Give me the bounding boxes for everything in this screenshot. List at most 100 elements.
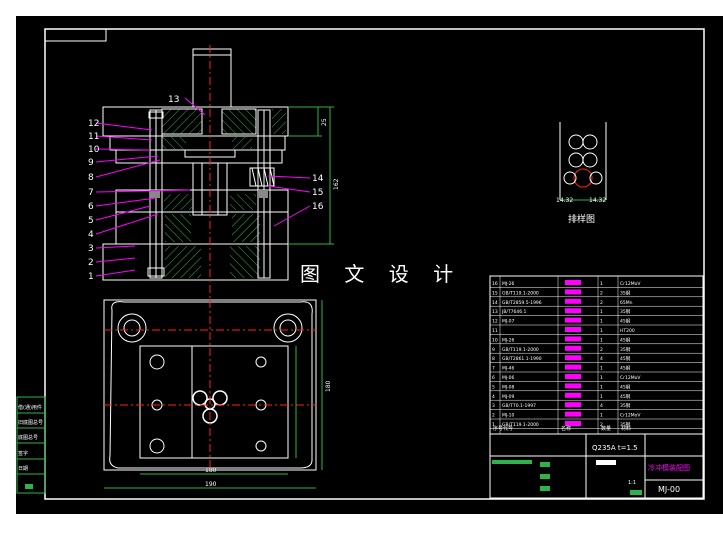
bom-cell: 35钢: [620, 308, 631, 315]
dim-plan-height: 180: [325, 380, 332, 392]
bom-name-mark: [565, 383, 581, 389]
part-number-4: 4: [88, 230, 94, 240]
bom-name-mark: [565, 317, 581, 323]
stamp-label-0: 借(通)用件: [18, 404, 42, 411]
drawing-scale: 1:1: [628, 480, 636, 486]
bom-cell: 2: [492, 413, 495, 419]
bom-cell: 35钢: [620, 421, 631, 428]
side-dimensions: 25 162: [288, 106, 340, 245]
left-stamp-table: 借(通)用件 旧底图总号 底图总号 签字 日期: [16, 396, 46, 494]
bom-name-mark: [565, 345, 581, 351]
bom-cell: 45钢: [620, 336, 631, 343]
dim-outer-width: 190: [205, 481, 217, 488]
bom-cell: HT200: [620, 328, 635, 334]
bom-cell: 11: [492, 328, 498, 334]
bom-cell: 14: [492, 300, 498, 306]
bom-cell: 4: [600, 356, 603, 362]
part-number-7: 7: [88, 188, 94, 198]
bom-cell: Cr12MoV: [620, 413, 641, 419]
front-section-view: [102, 45, 289, 300]
part-number-6: 6: [88, 202, 94, 212]
material-note: Q235A t=1.5: [592, 444, 638, 452]
bom-cell: 1: [600, 384, 603, 390]
strip-layout: 14.32 14.32 排样图: [556, 122, 607, 225]
part-number-9: 9: [88, 158, 94, 168]
bom-name-mark: [565, 374, 581, 379]
bom-name-mark: [565, 336, 581, 342]
bom-cell: 5: [492, 384, 495, 390]
bom-cell: 4: [600, 403, 603, 409]
bom-cell: 8: [492, 356, 495, 362]
bom-header: 序号: [493, 425, 503, 432]
bom-cell: 1: [600, 309, 603, 315]
part-number-10: 10: [88, 145, 100, 155]
bom-cell: 1: [600, 413, 603, 419]
bom-cell: 1: [492, 422, 495, 428]
bom-cell: 45钢: [620, 318, 631, 325]
bom-header: 材料: [621, 425, 631, 432]
bom-cell: MJ-07: [502, 319, 515, 325]
bom-cell: 10: [492, 337, 498, 343]
bom-cell: 65Mn: [620, 300, 633, 306]
bom-cell: 1: [600, 281, 603, 287]
stamp-label-3: 签字: [18, 450, 28, 457]
bom-cell: MJ-46: [502, 366, 515, 372]
bom-cell: 45钢: [620, 365, 631, 372]
bom-cell: 1: [600, 366, 603, 372]
bom-name-mark: [565, 421, 581, 426]
bom-header: 名称: [561, 425, 571, 432]
bom-cell: GB/T119.1-2000: [502, 290, 539, 296]
bom-cell: 2: [600, 300, 603, 306]
part-number-12: 12: [88, 119, 99, 129]
bom-name-mark: [565, 308, 581, 314]
bom-cell: 1: [600, 375, 603, 381]
part-number-5: 5: [88, 216, 94, 226]
stamp-label-4: 日期: [18, 466, 28, 472]
strip-dim-right: 14.32: [589, 197, 606, 204]
bom-cell: Cr12MoV: [620, 375, 641, 381]
bom-cell: 12: [492, 319, 498, 325]
bom-name-mark: [565, 280, 581, 285]
bom-cell: JB/T7646.1: [501, 309, 527, 315]
bom-cell: 6: [492, 375, 495, 381]
bom-cell: 4: [492, 394, 495, 400]
bom-cell: 45钢: [620, 393, 631, 400]
part-number-16: 16: [312, 202, 324, 212]
bom-cell: 2: [600, 422, 603, 428]
bom-cell: GB/T2861.1-1990: [502, 356, 542, 362]
bom-cell: MJ-26: [502, 281, 515, 287]
dim-closed-height: 162: [333, 178, 340, 190]
bom-cell: GB/T119.1-2000: [502, 347, 539, 353]
bom-cell: 7: [492, 366, 495, 372]
bom-cell: 35钢: [620, 346, 631, 353]
strip-layout-label: 排样图: [568, 213, 595, 225]
part-number-1: 1: [88, 272, 94, 282]
drawing-title: 冷冲模装配图: [648, 463, 690, 472]
stamp-label-1: 旧底图总号: [18, 419, 43, 426]
bom-cell: MJ-26: [502, 337, 515, 343]
bom-cell: GB/T2859.5-1996: [502, 300, 542, 306]
bom-cell: 1: [600, 337, 603, 343]
plan-view: 180 190 180: [103, 299, 332, 489]
bom-name-mark: [565, 392, 581, 398]
strip-dim-left: 14.32: [556, 197, 573, 204]
bom-cell: MJ-10: [502, 413, 515, 419]
bom-cell: GB/T119.1-2000: [502, 422, 539, 428]
bom-cell: 2: [600, 347, 603, 353]
bom-name-mark: [565, 364, 581, 370]
bom-name-mark: [565, 298, 581, 304]
part-number-13: 13: [168, 95, 179, 105]
part-number-8: 8: [88, 173, 94, 183]
bom-name-mark: [565, 411, 581, 417]
watermark-text: 图 文 设 计: [300, 262, 463, 286]
bom-header: 数量: [601, 425, 611, 432]
bom-cell: 16: [492, 281, 498, 287]
part-number-11: 11: [88, 132, 99, 142]
part-leaders: [95, 97, 311, 277]
bom-name-mark: [565, 402, 581, 408]
bom-cell: MJ-08: [502, 384, 515, 390]
bom-cell: 1: [600, 319, 603, 325]
